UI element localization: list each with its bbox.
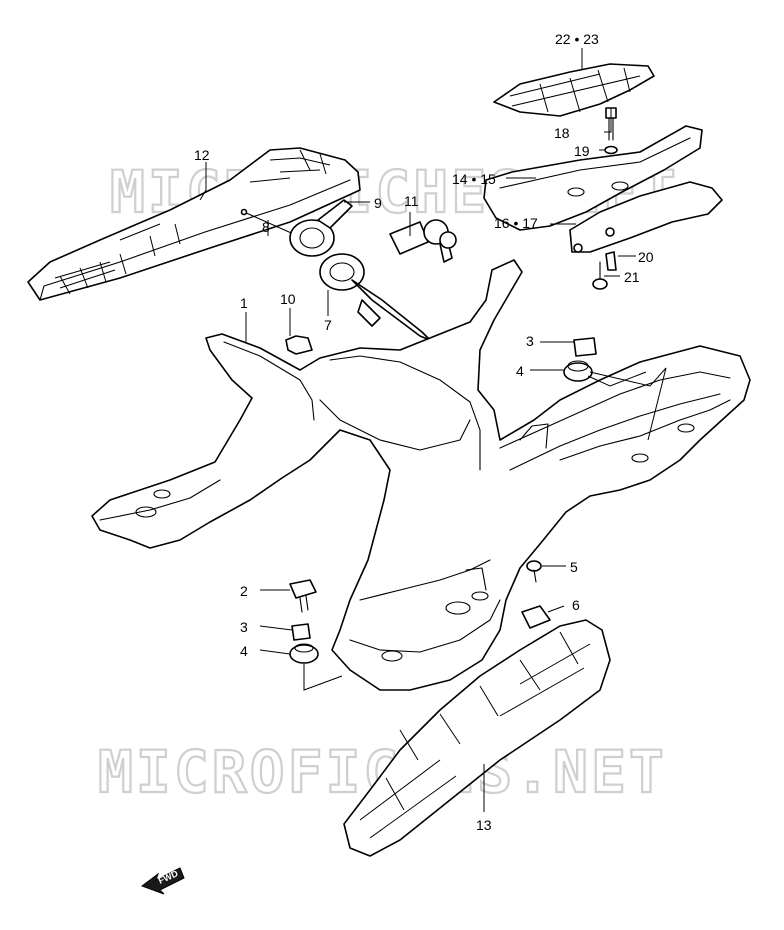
pin-20 [605,251,617,271]
callout-6: 6 [572,597,580,613]
callout-3-upper: 3 [526,333,534,349]
callout-21: 21 [624,269,640,285]
callout-22-23: 22 • 23 [555,31,599,47]
bracket-16-17 [569,181,723,253]
callout-14-15: 14 • 15 [452,171,496,187]
screw-5 [526,560,542,583]
callout-4-upper: 4 [516,363,524,379]
lock-assembly [289,199,431,341]
step-plate [483,125,703,231]
leader-lines [199,48,667,812]
screw-21 [592,261,608,290]
cushion-4-lower [289,643,319,664]
watermark-bottom: MICROFICHES.NET [98,738,667,806]
cushion-4-upper [563,360,593,382]
callout-4-lower: 4 [240,643,248,659]
callout-18: 18 [554,125,570,141]
side-rail-lower [343,619,611,857]
callout-10: 10 [280,291,296,307]
rod-8 [240,208,299,237]
fwd-arrow-icon: FWD [140,867,185,895]
callout-12: 12 [194,147,210,163]
callout-7: 7 [324,317,332,333]
bolt-2 [289,579,317,613]
callout-3-lower: 3 [240,619,248,635]
callout-20: 20 [638,249,654,265]
clip-6 [521,605,551,629]
collar-3-lower [291,623,311,641]
collar-3-upper [573,337,597,357]
washer-19 [604,145,618,155]
callout-8: 8 [262,219,270,235]
grommet-10 [285,335,313,355]
callout-1: 1 [240,295,248,311]
callout-19: 19 [574,143,590,159]
callout-2: 2 [240,583,248,599]
footrest-pad [493,63,655,117]
callout-16-17: 16 • 17 [494,215,538,231]
callout-5: 5 [570,559,578,575]
frame-cover [91,259,751,691]
callout-11: 11 [404,193,419,209]
callout-9: 9 [374,195,382,211]
side-rail-left [27,147,361,301]
callout-13: 13 [476,817,492,833]
key-switch [389,219,457,263]
